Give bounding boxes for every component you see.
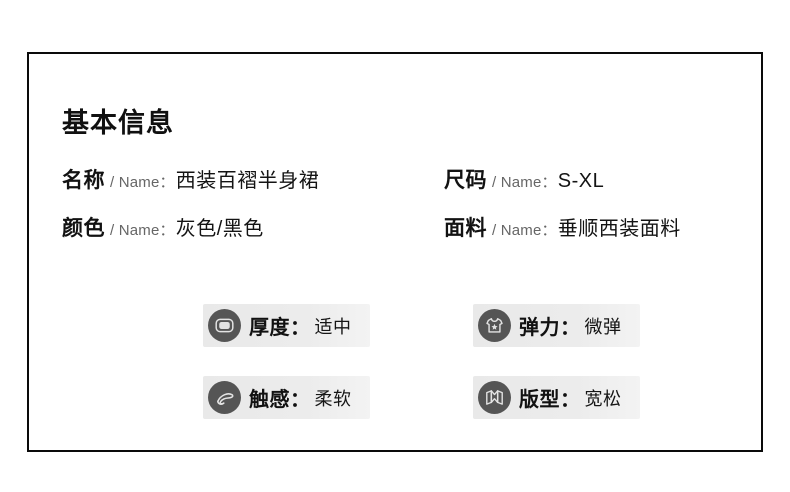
touch-fabric-fold-icon bbox=[208, 381, 241, 414]
spec-row: 名称 / Name： 西装百褶半身裙 尺码 / Name： S-XL bbox=[62, 164, 742, 212]
badge-slot: 弹力： 微弹 bbox=[473, 304, 743, 376]
badge-slot: 版型： 宽松 bbox=[473, 376, 743, 448]
page-title: 基本信息 bbox=[62, 108, 174, 139]
badge-slot: 厚度： 适中 bbox=[203, 304, 473, 376]
spec-item-color: 颜色 / Name： 灰色/黑色 bbox=[62, 212, 444, 242]
spec-label: 名称 bbox=[62, 169, 105, 192]
spec-sublabel: / Name： bbox=[110, 222, 175, 239]
badge-value: 微弹 bbox=[584, 316, 622, 337]
badge-value: 适中 bbox=[314, 316, 352, 337]
badge-slot: 触感： 柔软 bbox=[203, 376, 473, 448]
elasticity-shirt-icon bbox=[478, 309, 511, 342]
spec-grid: 名称 / Name： 西装百褶半身裙 尺码 / Name： S-XL 颜色 / … bbox=[62, 164, 742, 260]
badge-label: 厚度： bbox=[249, 317, 311, 339]
spec-value: 垂顺西装面料 bbox=[557, 218, 681, 240]
attribute-badge-group: 厚度： 适中 弹力： 微弹 bbox=[203, 304, 743, 448]
spec-item-name: 名称 / Name： 西装百褶半身裙 bbox=[62, 164, 444, 194]
badge-thickness: 厚度： 适中 bbox=[203, 304, 370, 347]
spec-value: 西装百褶半身裙 bbox=[175, 170, 320, 192]
spec-value: 灰色/黑色 bbox=[175, 218, 264, 240]
spec-label: 面料 bbox=[444, 217, 487, 240]
badge-label: 弹力： bbox=[519, 317, 581, 339]
badge-label: 触感： bbox=[249, 389, 311, 411]
badge-value: 柔软 bbox=[314, 388, 352, 409]
badge-fit: 版型： 宽松 bbox=[473, 376, 640, 419]
basic-info-card: 基本信息 名称 / Name： 西装百褶半身裙 尺码 / Name： S-XL … bbox=[27, 52, 763, 452]
badge-touch: 触感： 柔软 bbox=[203, 376, 370, 419]
spec-item-size: 尺码 / Name： S-XL bbox=[444, 164, 742, 194]
spec-sublabel: / Name： bbox=[110, 174, 175, 191]
badge-row: 触感： 柔软 版型： 宽松 bbox=[203, 376, 743, 448]
fit-folded-map-icon bbox=[478, 381, 511, 414]
spec-value: S-XL bbox=[557, 170, 605, 192]
spec-row: 颜色 / Name： 灰色/黑色 面料 / Name： 垂顺西装面料 bbox=[62, 212, 742, 260]
spec-sublabel: / Name： bbox=[492, 222, 557, 239]
spec-sublabel: / Name： bbox=[492, 174, 557, 191]
spec-label: 尺码 bbox=[444, 169, 487, 192]
spec-item-material: 面料 / Name： 垂顺西装面料 bbox=[444, 212, 742, 242]
badge-value: 宽松 bbox=[584, 388, 622, 409]
badge-elasticity: 弹力： 微弹 bbox=[473, 304, 640, 347]
spec-label: 颜色 bbox=[62, 217, 105, 240]
badge-label: 版型： bbox=[519, 389, 581, 411]
thickness-pillow-icon bbox=[208, 309, 241, 342]
badge-row: 厚度： 适中 弹力： 微弹 bbox=[203, 304, 743, 376]
